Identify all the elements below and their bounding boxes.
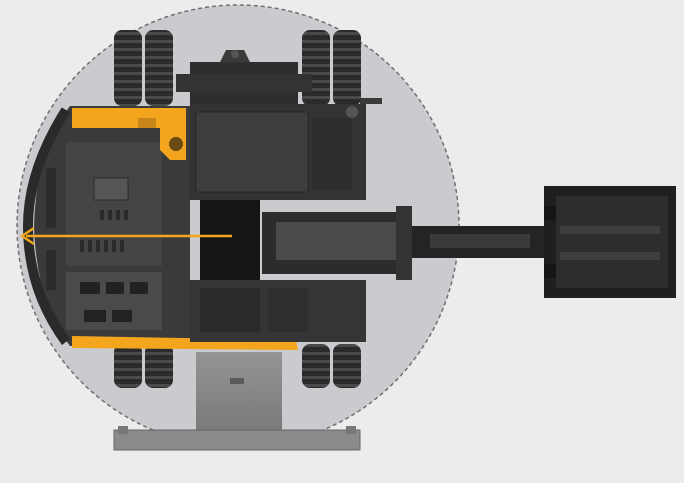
- front-chassis: [176, 50, 382, 104]
- upper-structure: [22, 106, 190, 346]
- bucket: [544, 186, 676, 298]
- yellow-accent-top: [72, 108, 186, 160]
- swing-arrow-icon: [19, 226, 232, 246]
- boom-arm: [262, 206, 552, 280]
- dozer-blade: [113, 352, 361, 451]
- rear-tires: [114, 344, 361, 388]
- hood-vents: [80, 210, 128, 252]
- front-tires: [114, 30, 361, 106]
- cab-area: [190, 104, 366, 342]
